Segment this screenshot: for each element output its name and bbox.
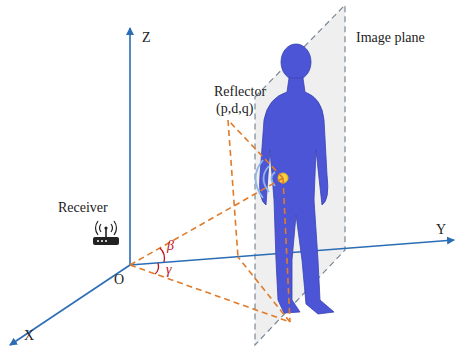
gamma-arc [155,263,159,274]
projection-lines [130,120,290,322]
angle-label: β [167,238,174,253]
z-axis [129,28,131,265]
reflector-label: Reflector [214,84,266,99]
human-figure [260,44,334,314]
x-axis [10,265,130,345]
axis-label: Z [142,30,151,45]
origin-label: O [114,272,124,287]
beta-arc [160,248,165,262]
axis-label: Y [436,222,446,237]
receiver-label: Receiver [58,200,108,215]
plane-label: Image plane [356,30,425,45]
receiver-icon [93,221,119,245]
reflection-waves [256,160,276,198]
axis-label: X [24,328,34,343]
angle-label: γ [166,262,172,277]
coordinate-label: (p,d,q) [216,101,253,116]
